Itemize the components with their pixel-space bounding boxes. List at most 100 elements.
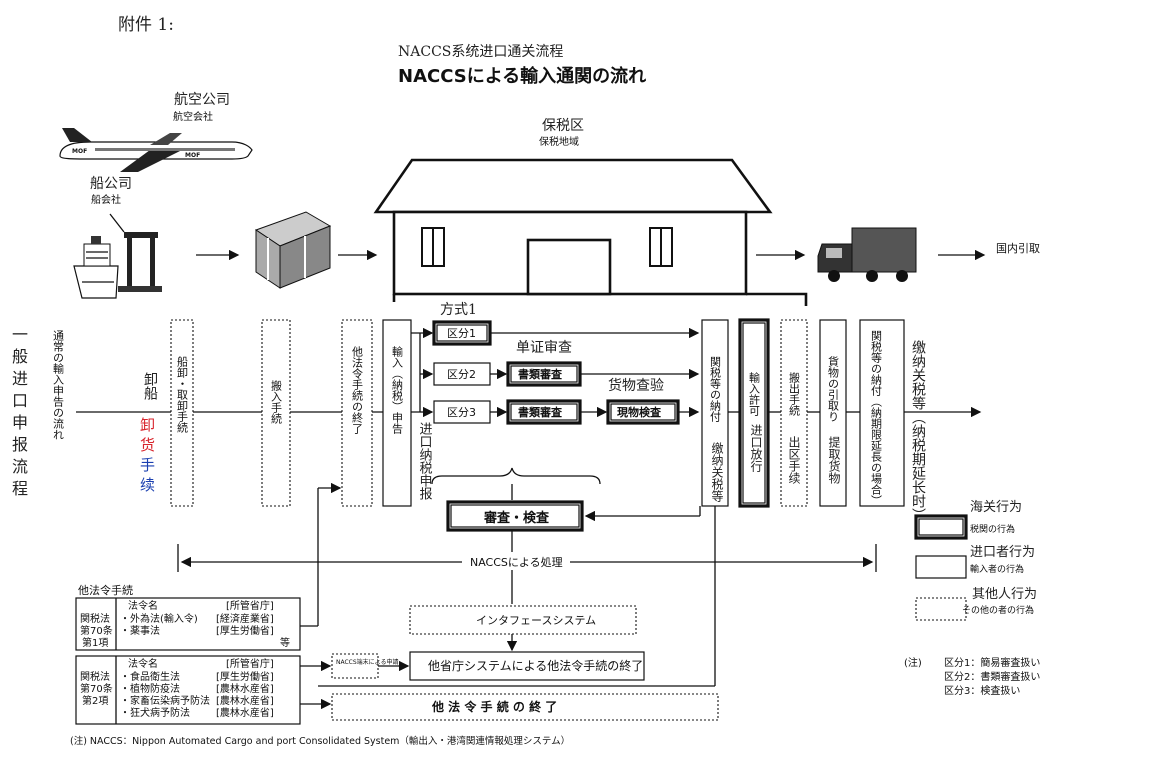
table2-ministry-3: [農林水産省] <box>216 694 274 707</box>
column-carry-in: 搬入手続 <box>261 319 291 507</box>
ship-icon <box>73 236 119 299</box>
legend-importer: 进口者行为 輸入者の行為 <box>915 545 1035 579</box>
column-declaration-text: 輸入（納税）申告 <box>391 345 404 435</box>
column-carry-out-text: 搬出手続 <box>788 371 801 416</box>
table1-col-law: 法令名 <box>128 599 158 612</box>
table2-col-law: 法令名 <box>128 657 158 670</box>
declaration-note: 进口纳税申报 <box>417 422 433 500</box>
table2-ministry-4: [農林水産省] <box>216 706 274 719</box>
general-flow-note: 一般进口申报流程 <box>12 325 28 498</box>
category-3-label: 区分3 <box>447 406 476 419</box>
review-brace <box>431 467 601 485</box>
shipping-note: 船公司 <box>90 176 132 192</box>
table2-law-1: ・食品衛生法 <box>120 670 180 683</box>
method1-note: 方式1 <box>440 302 477 318</box>
review-inspection-label: 審査・検査 <box>483 510 550 526</box>
other-law-table-1: 法令名 [所管省庁] 関税法 第70条 第1項 ・外為法(輸入令) [経済産業省… <box>75 597 301 651</box>
bonded-label: 保税地域 <box>539 135 579 148</box>
normal-flow-label: 通常の輸入申告の流れ <box>52 330 65 440</box>
category-3-box: 区分3 <box>433 400 491 424</box>
unload-procedure-note: 卸 货 手 续 <box>140 416 155 494</box>
permit-note: 进口放行 <box>749 424 763 472</box>
table2-col-ministry: [所管省庁] <box>226 657 274 670</box>
table2-article-1: 関税法 <box>80 670 110 683</box>
other-law-heading: 他法令手続 <box>78 583 133 597</box>
category-1-box: 区分1 <box>432 320 492 346</box>
airline-note: 航空公司 <box>174 92 230 108</box>
crane-icon <box>109 213 162 292</box>
column-payment: 関税等の納付 <box>701 319 729 507</box>
table2-article-3: 第2項 <box>82 694 108 707</box>
payment-note: 缴纳关税等 <box>710 441 724 502</box>
other-agency-system-label: 他省庁システムによる他法令手続の終了 <box>428 658 643 673</box>
column-unloading: 船卸・取卸手続 <box>170 319 194 507</box>
category-1-label: 区分1 <box>447 327 476 340</box>
column-pickup: 貨物の引取り <box>819 319 847 507</box>
column-other-law-end-text: 他法令手続の終了 <box>351 346 364 434</box>
table2-law-2: ・植物防疫法 <box>120 682 180 695</box>
notes-prefix: (注) <box>904 656 922 669</box>
document-review-2-label: 書類審査 <box>518 367 562 381</box>
svg-text:卸: 卸 <box>140 416 155 434</box>
carry-out-note: 出区手续 <box>787 436 801 485</box>
general-flow-handwritten: 一般进口申报流程 <box>12 325 28 498</box>
table1-article-1: 関税法 <box>80 612 110 625</box>
other-law-final-label: 他 法 令 手 続 の 終 了 <box>431 699 557 714</box>
plane-mark-2: MOF <box>185 152 200 159</box>
naccs-terminal-label: NACCS端末による申請 <box>336 658 399 666</box>
table1-etc: 等 <box>280 636 290 649</box>
legend-customs-note: 海关行为 <box>970 500 1022 515</box>
table2-article-2: 第70条 <box>80 682 113 695</box>
category-2-label: 区分2 <box>447 368 476 381</box>
pickup-note: 提取货物 <box>827 435 841 484</box>
other-law-table-2: 法令名 [所管省庁] 関税法 第70条 第2項 ・食品衛生法 [厚生労働省] ・… <box>75 655 301 725</box>
physical-inspection-label: 現物検査 <box>617 405 661 419</box>
column-other-law-end: 他法令手続の終了 <box>341 319 373 507</box>
handwritten-title: NACCS系统进口通关流程 <box>398 44 563 60</box>
footnote: (注) NACCS：Nippon Automated Cargo and por… <box>70 735 570 747</box>
column-declaration: 輸入（納税）申告 <box>382 319 412 507</box>
other-agency-system-box: 他省庁システムによる他法令手続の終了 <box>409 651 645 681</box>
note-line-1: 区分1：簡易審査扱い <box>944 656 1040 669</box>
table2-ministry-2: [農林水産省] <box>216 682 274 695</box>
page-title: NACCSによる輸入通関の流れ <box>398 65 646 87</box>
airline-label: 航空会社 <box>173 110 213 123</box>
airplane-icon: MOF MOF <box>59 128 253 172</box>
table1-article-2: 第70条 <box>80 624 113 637</box>
column-carry-out: 搬出手続 <box>780 319 808 507</box>
truck-icon <box>817 227 917 282</box>
bonded-note: 保税区 <box>542 118 584 134</box>
legend-other-label: その他の者の行為 <box>962 604 1034 616</box>
table2-ministry-1: [厚生労働省] <box>216 670 274 683</box>
legend-other-note: 其他人行为 <box>972 587 1037 602</box>
attachment-note: 附件 1: <box>118 15 174 35</box>
svg-text:续: 续 <box>140 476 155 494</box>
document-review-2-box: 書類審査 <box>506 361 582 387</box>
table1-col-ministry: [所管省庁] <box>226 599 274 612</box>
unload-note: 卸船 <box>142 372 158 401</box>
category-2-box: 区分2 <box>433 362 491 386</box>
legend-importer-label: 輸入者の行為 <box>970 563 1024 575</box>
table1-law-1: ・外為法(輸入令) <box>120 612 198 625</box>
warehouse-icon <box>373 158 808 306</box>
plane-mark: MOF <box>72 148 87 155</box>
physical-inspection-box: 現物検査 <box>606 399 680 425</box>
column-pickup-text: 貨物の引取り <box>827 355 840 422</box>
table1-ministry-1: [経済産業省] <box>216 612 274 625</box>
column-deferred-text: 関税等の納付（納期限延長の場合） <box>870 330 883 506</box>
legend-other: 其他人行为 その他の者の行為 <box>915 587 1037 621</box>
normal-flow-text: 通常の輸入申告の流れ <box>52 330 65 440</box>
interface-system-box: インタフェースシステム <box>409 605 637 635</box>
table1-law-2: ・薬事法 <box>120 624 160 637</box>
column-carry-in-text: 搬入手続 <box>270 379 283 424</box>
method3-note: 货物查验 <box>608 377 664 394</box>
column-unloading-text: 船卸・取卸手続 <box>176 355 189 433</box>
column-permit: 輸入許可 <box>738 318 770 508</box>
svg-text:手: 手 <box>140 456 155 474</box>
document-review-3-box: 書類審査 <box>506 399 582 425</box>
deferral-note: 缴纳关税等（纳税期延长时） <box>910 340 926 522</box>
column-permit-text: 輸入許可 <box>748 371 761 416</box>
table1-ministry-2: [厚生労働省] <box>216 624 274 637</box>
table2-law-3: ・家畜伝染病予防法 <box>120 694 210 707</box>
